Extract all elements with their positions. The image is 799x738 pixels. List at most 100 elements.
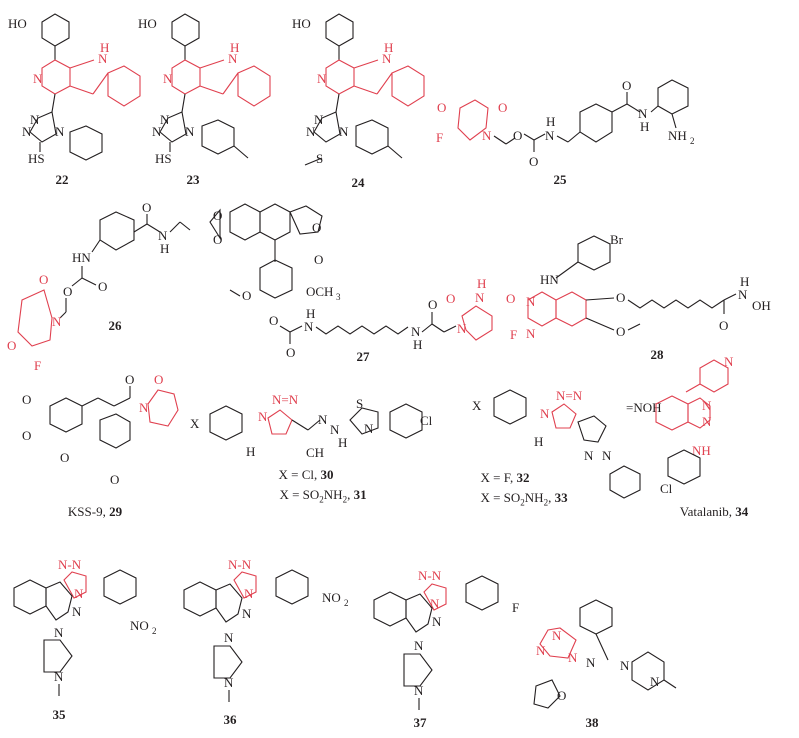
- svg-text:N: N: [650, 674, 660, 689]
- svg-text:N: N: [228, 51, 238, 66]
- svg-text:N: N: [540, 406, 550, 421]
- svg-text:N: N: [602, 448, 612, 463]
- svg-text:N: N: [158, 228, 168, 243]
- svg-text:NO: NO: [322, 590, 341, 605]
- svg-text:N: N: [224, 675, 234, 690]
- svg-text:O: O: [498, 100, 507, 115]
- svg-text:O: O: [269, 313, 278, 328]
- svg-text:O: O: [60, 450, 69, 465]
- svg-text:OH: OH: [752, 298, 771, 313]
- svg-text:O: O: [506, 291, 515, 306]
- svg-text:=NOH: =NOH: [626, 400, 662, 415]
- svg-text:N: N: [54, 669, 64, 684]
- svg-text:O: O: [314, 252, 323, 267]
- svg-text:O: O: [213, 208, 222, 223]
- svg-text:N: N: [98, 51, 108, 66]
- svg-text:HN: HN: [72, 250, 91, 265]
- compound-label-29: KSS-9, 29: [67, 504, 123, 519]
- compound-27-structure: O O O O OCH 3 O O O H N N H O N O H N O …: [209, 203, 517, 360]
- compound-label-34: Vatalanib, 34: [679, 504, 749, 519]
- compound-label-35: 35: [52, 707, 66, 722]
- svg-text:3: 3: [336, 292, 341, 302]
- svg-text:O: O: [312, 220, 321, 235]
- svg-text:N: N: [163, 71, 173, 86]
- svg-text:HO: HO: [292, 16, 311, 31]
- svg-text:N: N: [258, 409, 268, 424]
- svg-text:O: O: [63, 284, 72, 299]
- svg-text:N: N: [152, 124, 162, 139]
- compound-26-structure: O N H HN O O N O O F: [7, 200, 191, 373]
- svg-text:N: N: [536, 643, 546, 658]
- compound-label-24: 24: [351, 175, 365, 190]
- svg-text:N: N: [317, 71, 327, 86]
- svg-text:CH: CH: [306, 445, 324, 460]
- svg-text:O: O: [557, 688, 566, 703]
- svg-text:O: O: [513, 128, 522, 143]
- svg-text:H: H: [160, 241, 169, 256]
- svg-text:N: N: [330, 422, 340, 437]
- svg-text:X: X: [472, 398, 482, 413]
- svg-text:H: H: [230, 40, 239, 55]
- svg-text:N: N: [545, 128, 555, 143]
- svg-text:N=N: N=N: [556, 388, 583, 403]
- svg-text:O: O: [529, 154, 538, 169]
- svg-text:N: N: [475, 290, 485, 305]
- svg-text:2: 2: [152, 626, 157, 636]
- compound-35-structure: N-N N N NO 2 N N: [13, 557, 157, 696]
- svg-text:N: N: [185, 124, 195, 139]
- svg-text:N: N: [702, 398, 712, 413]
- svg-text:S: S: [356, 396, 363, 411]
- svg-text:N: N: [30, 112, 40, 127]
- svg-text:N: N: [584, 448, 594, 463]
- svg-text:N: N: [54, 625, 64, 640]
- svg-text:N: N: [638, 106, 648, 121]
- svg-text:N: N: [414, 683, 424, 698]
- svg-text:N: N: [55, 124, 65, 139]
- svg-text:O: O: [428, 297, 437, 312]
- svg-text:N: N: [52, 314, 62, 329]
- svg-text:N: N: [482, 128, 492, 143]
- svg-text:N: N: [382, 51, 392, 66]
- svg-text:O: O: [39, 272, 48, 287]
- svg-text:HO: HO: [138, 16, 157, 31]
- svg-text:O: O: [242, 288, 251, 303]
- svg-text:O: O: [622, 78, 631, 93]
- svg-text:HO: HO: [8, 16, 27, 31]
- svg-text:N-N: N-N: [418, 568, 442, 583]
- compound-23-structure: HO N H N N N N HS: [138, 13, 271, 166]
- svg-text:O: O: [446, 291, 455, 306]
- svg-text:N: N: [74, 586, 84, 601]
- svg-text:O: O: [22, 428, 31, 443]
- svg-text:O: O: [154, 372, 163, 387]
- svg-text:N: N: [526, 294, 536, 309]
- svg-text:H: H: [546, 114, 555, 129]
- compound-34-structure: N N N NH Cl: [655, 354, 734, 496]
- svg-text:N=N: N=N: [272, 392, 299, 407]
- compound-22-structure: HO N H N N N N HS: [8, 13, 141, 166]
- compound-label-23: 23: [186, 172, 200, 187]
- compound-label-28: 28: [650, 347, 664, 362]
- svg-text:F: F: [34, 358, 41, 373]
- compound-38-structure: N N N N N N O: [533, 599, 677, 709]
- svg-text:N: N: [430, 596, 440, 611]
- svg-text:N-N: N-N: [228, 557, 252, 572]
- compound-25-structure: O O F N O O H N O N H NH 2: [436, 78, 695, 169]
- svg-text:N: N: [526, 326, 536, 341]
- svg-text:HS: HS: [28, 151, 45, 166]
- compound-label-32: X = F, 32: [480, 470, 530, 485]
- svg-text:N: N: [568, 650, 578, 665]
- compound-label-38: 38: [585, 715, 599, 730]
- svg-text:O: O: [22, 392, 31, 407]
- svg-text:H: H: [384, 40, 393, 55]
- svg-text:N: N: [552, 628, 562, 643]
- compound-label-36: 36: [223, 712, 237, 727]
- svg-text:HN: HN: [540, 272, 559, 287]
- svg-text:N: N: [586, 655, 596, 670]
- svg-text:2: 2: [344, 598, 349, 608]
- svg-text:N: N: [724, 354, 734, 369]
- svg-text:O: O: [125, 372, 134, 387]
- svg-text:H: H: [338, 435, 347, 450]
- svg-text:N: N: [738, 287, 748, 302]
- svg-text:F: F: [436, 130, 443, 145]
